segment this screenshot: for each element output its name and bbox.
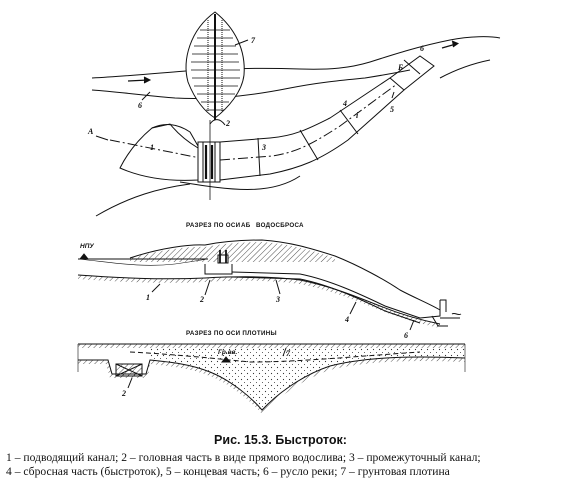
section1-title-end: ВОДОСБРОСА xyxy=(256,222,304,229)
groundwater-line xyxy=(129,351,421,363)
figure-labels: 7 6 6 2 1 3 4 i 5 А Б НПУ 1 2 3 4 6 Гр.в… xyxy=(80,36,424,398)
section2-title: РАЗРЕЗ ПО ОСИ ПЛОТИНЫ xyxy=(186,330,277,337)
section1-title: РАЗРЕЗ ПО ОСИ xyxy=(186,222,241,229)
label-1-plan: 1 xyxy=(150,143,154,152)
section-ab: РАЗРЕЗ ПО ОСИ АБ ВОДОСБРОСА xyxy=(77,222,462,331)
label-npu: НПУ xyxy=(80,243,94,250)
plan-view xyxy=(91,11,501,217)
label-A: А xyxy=(87,127,94,136)
caption-line-2: 4 – сбросная часть (быстроток), 5 – конц… xyxy=(6,465,450,478)
figure-caption-title: Рис. 15.3. Быстроток: xyxy=(214,433,347,447)
label-2-plan: 2 xyxy=(225,119,230,128)
label-7-section: 7 xyxy=(286,349,291,358)
label-6-section: 6 xyxy=(404,331,408,340)
label-1-section: 1 xyxy=(146,293,150,302)
section-dam: РАЗРЕЗ ПО ОСИ ПЛОТИНЫ xyxy=(77,330,466,414)
inlet-channel xyxy=(119,123,199,181)
label-i-plan: i xyxy=(356,111,359,120)
caption-line-1: 1 – подводящий канал; 2 – головная часть… xyxy=(6,451,481,464)
intermediate-channel xyxy=(219,77,405,181)
figure-caption-legend: 1 – подводящий канал; 2 – головная часть… xyxy=(6,451,558,479)
ground-profile xyxy=(129,239,441,311)
label-2-dam-section: 2 xyxy=(121,389,126,398)
label-6-plan: 6 xyxy=(138,101,142,110)
label-5-plan: 5 xyxy=(390,105,394,114)
label-7-plan: 7 xyxy=(251,36,256,45)
label-4-plan: 4 xyxy=(342,99,347,108)
label-2-section: 2 xyxy=(199,295,204,304)
label-3-section: 3 xyxy=(275,295,280,304)
section1-axis: АБ xyxy=(241,222,251,229)
head-weir xyxy=(197,141,221,183)
label-6-plan-right: 6 xyxy=(420,44,424,53)
label-groundwater: Гр.вв. xyxy=(218,349,237,356)
label-4-section: 4 xyxy=(344,315,349,324)
river-bank-upper xyxy=(91,36,501,79)
label-3-plan: 3 xyxy=(261,143,266,152)
label-B: Б xyxy=(397,63,403,72)
river-bank-lower xyxy=(91,69,411,100)
